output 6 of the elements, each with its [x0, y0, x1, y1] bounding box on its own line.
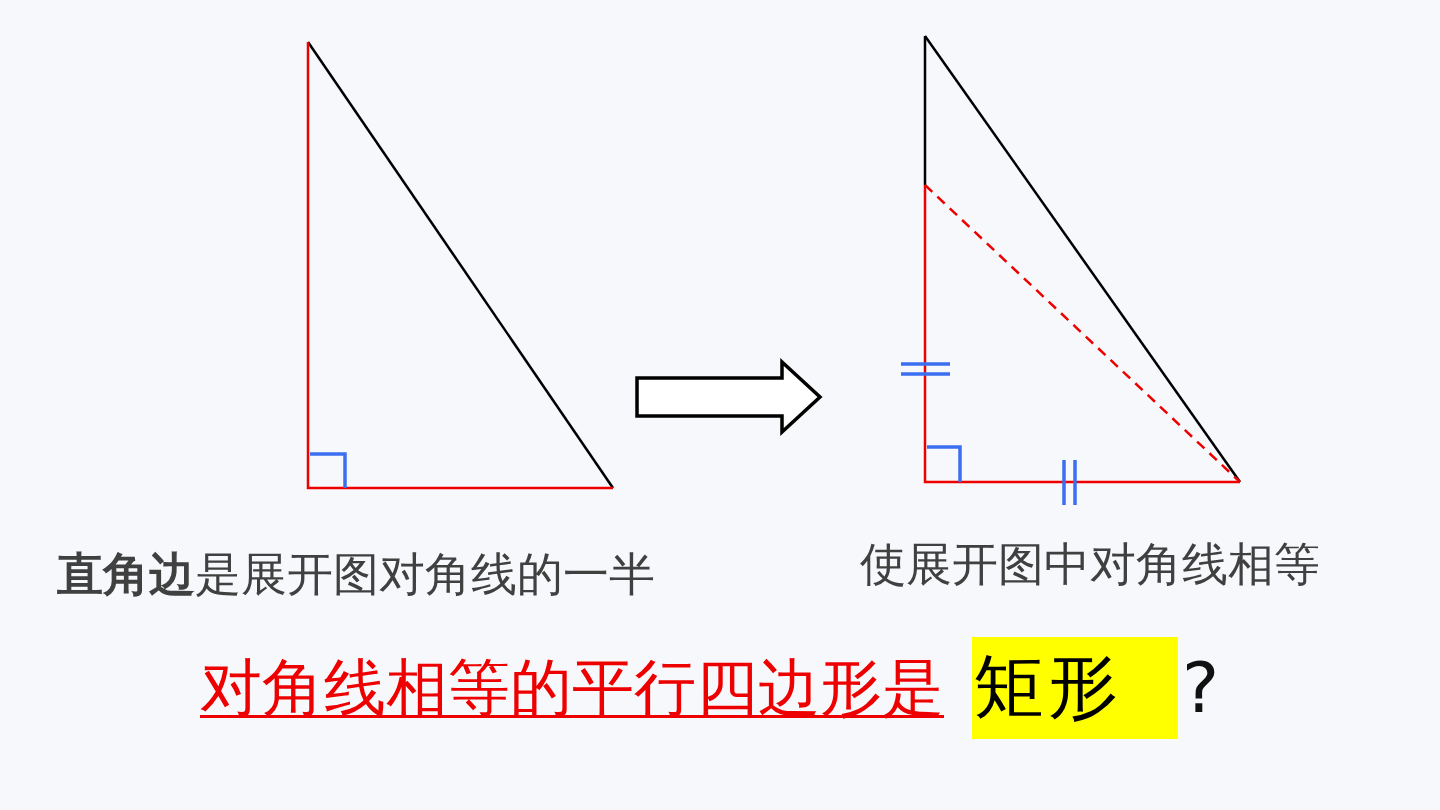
highlighted-answer: 矩形	[972, 637, 1178, 739]
question-mark: ?	[1182, 647, 1220, 729]
caption-text: 直角边是展开图对角线的一半	[57, 546, 655, 603]
block-arrow	[635, 358, 823, 436]
question-text: 对角线相等的平行四边形是	[200, 650, 944, 726]
caption-text: 使展开图中对角线相等	[860, 536, 1320, 593]
